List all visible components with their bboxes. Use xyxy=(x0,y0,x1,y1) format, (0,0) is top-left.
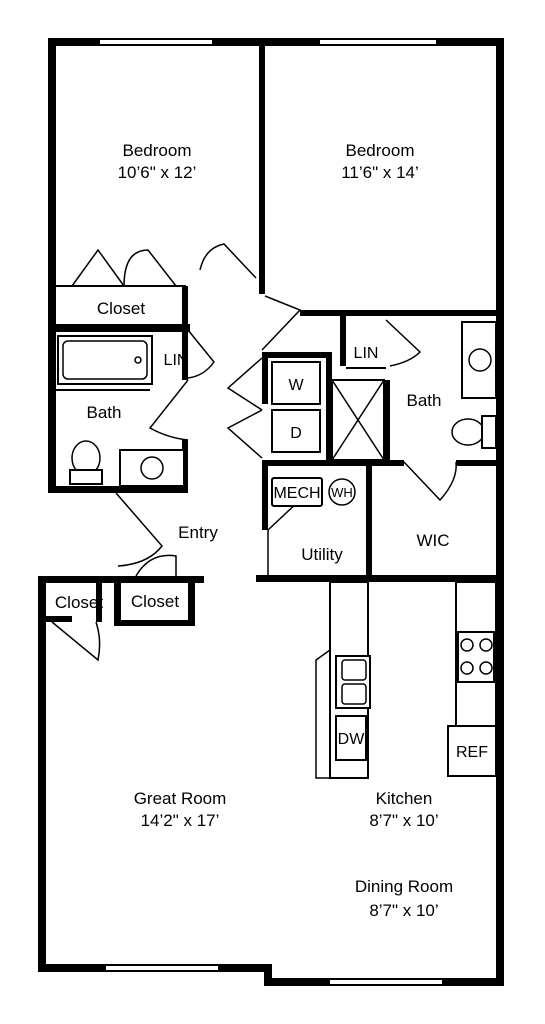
great-room-name: Great Room xyxy=(134,789,227,808)
kitchen-name: Kitchen xyxy=(376,789,433,808)
wh-label: WH xyxy=(331,485,353,500)
closet-b-label: Closet xyxy=(131,592,179,611)
dryer-label: D xyxy=(290,425,302,442)
bedroom-right-size: 11’6" x 14’ xyxy=(341,163,419,182)
dining-room-size: 8’7" x 10’ xyxy=(369,901,438,920)
lin-left-label: LIN xyxy=(164,352,189,369)
washer-label: W xyxy=(288,377,304,394)
mech-label: MECH xyxy=(273,485,320,502)
wic-label: WIC xyxy=(416,531,449,550)
kitchen-size: 8’7" x 10’ xyxy=(369,811,438,830)
great-room-size: 14’2" x 17’ xyxy=(141,811,220,830)
bath-right-label: Bath xyxy=(407,391,442,410)
closet-bed-label: Closet xyxy=(97,299,145,318)
bedroom-left-name: Bedroom xyxy=(123,141,192,160)
bedroom-left-size: 10’6" x 12’ xyxy=(118,163,197,182)
dining-room-name: Dining Room xyxy=(355,877,453,896)
dw-label: DW xyxy=(338,731,366,748)
ref-label: REF xyxy=(456,744,488,761)
entry-label: Entry xyxy=(178,523,218,542)
bath-left-label: Bath xyxy=(87,403,122,422)
closet-a-label: Closet xyxy=(55,593,103,612)
lin-right-label: LIN xyxy=(354,345,379,362)
interior-walls xyxy=(44,38,504,626)
windows xyxy=(100,40,442,984)
room-labels: Bedroom 10’6" x 12’ Bedroom 11’6" x 14’ … xyxy=(55,141,488,920)
exterior-walls xyxy=(38,38,504,986)
utility-label: Utility xyxy=(301,545,343,564)
fixtures xyxy=(57,321,497,779)
bedroom-right-name: Bedroom xyxy=(346,141,415,160)
